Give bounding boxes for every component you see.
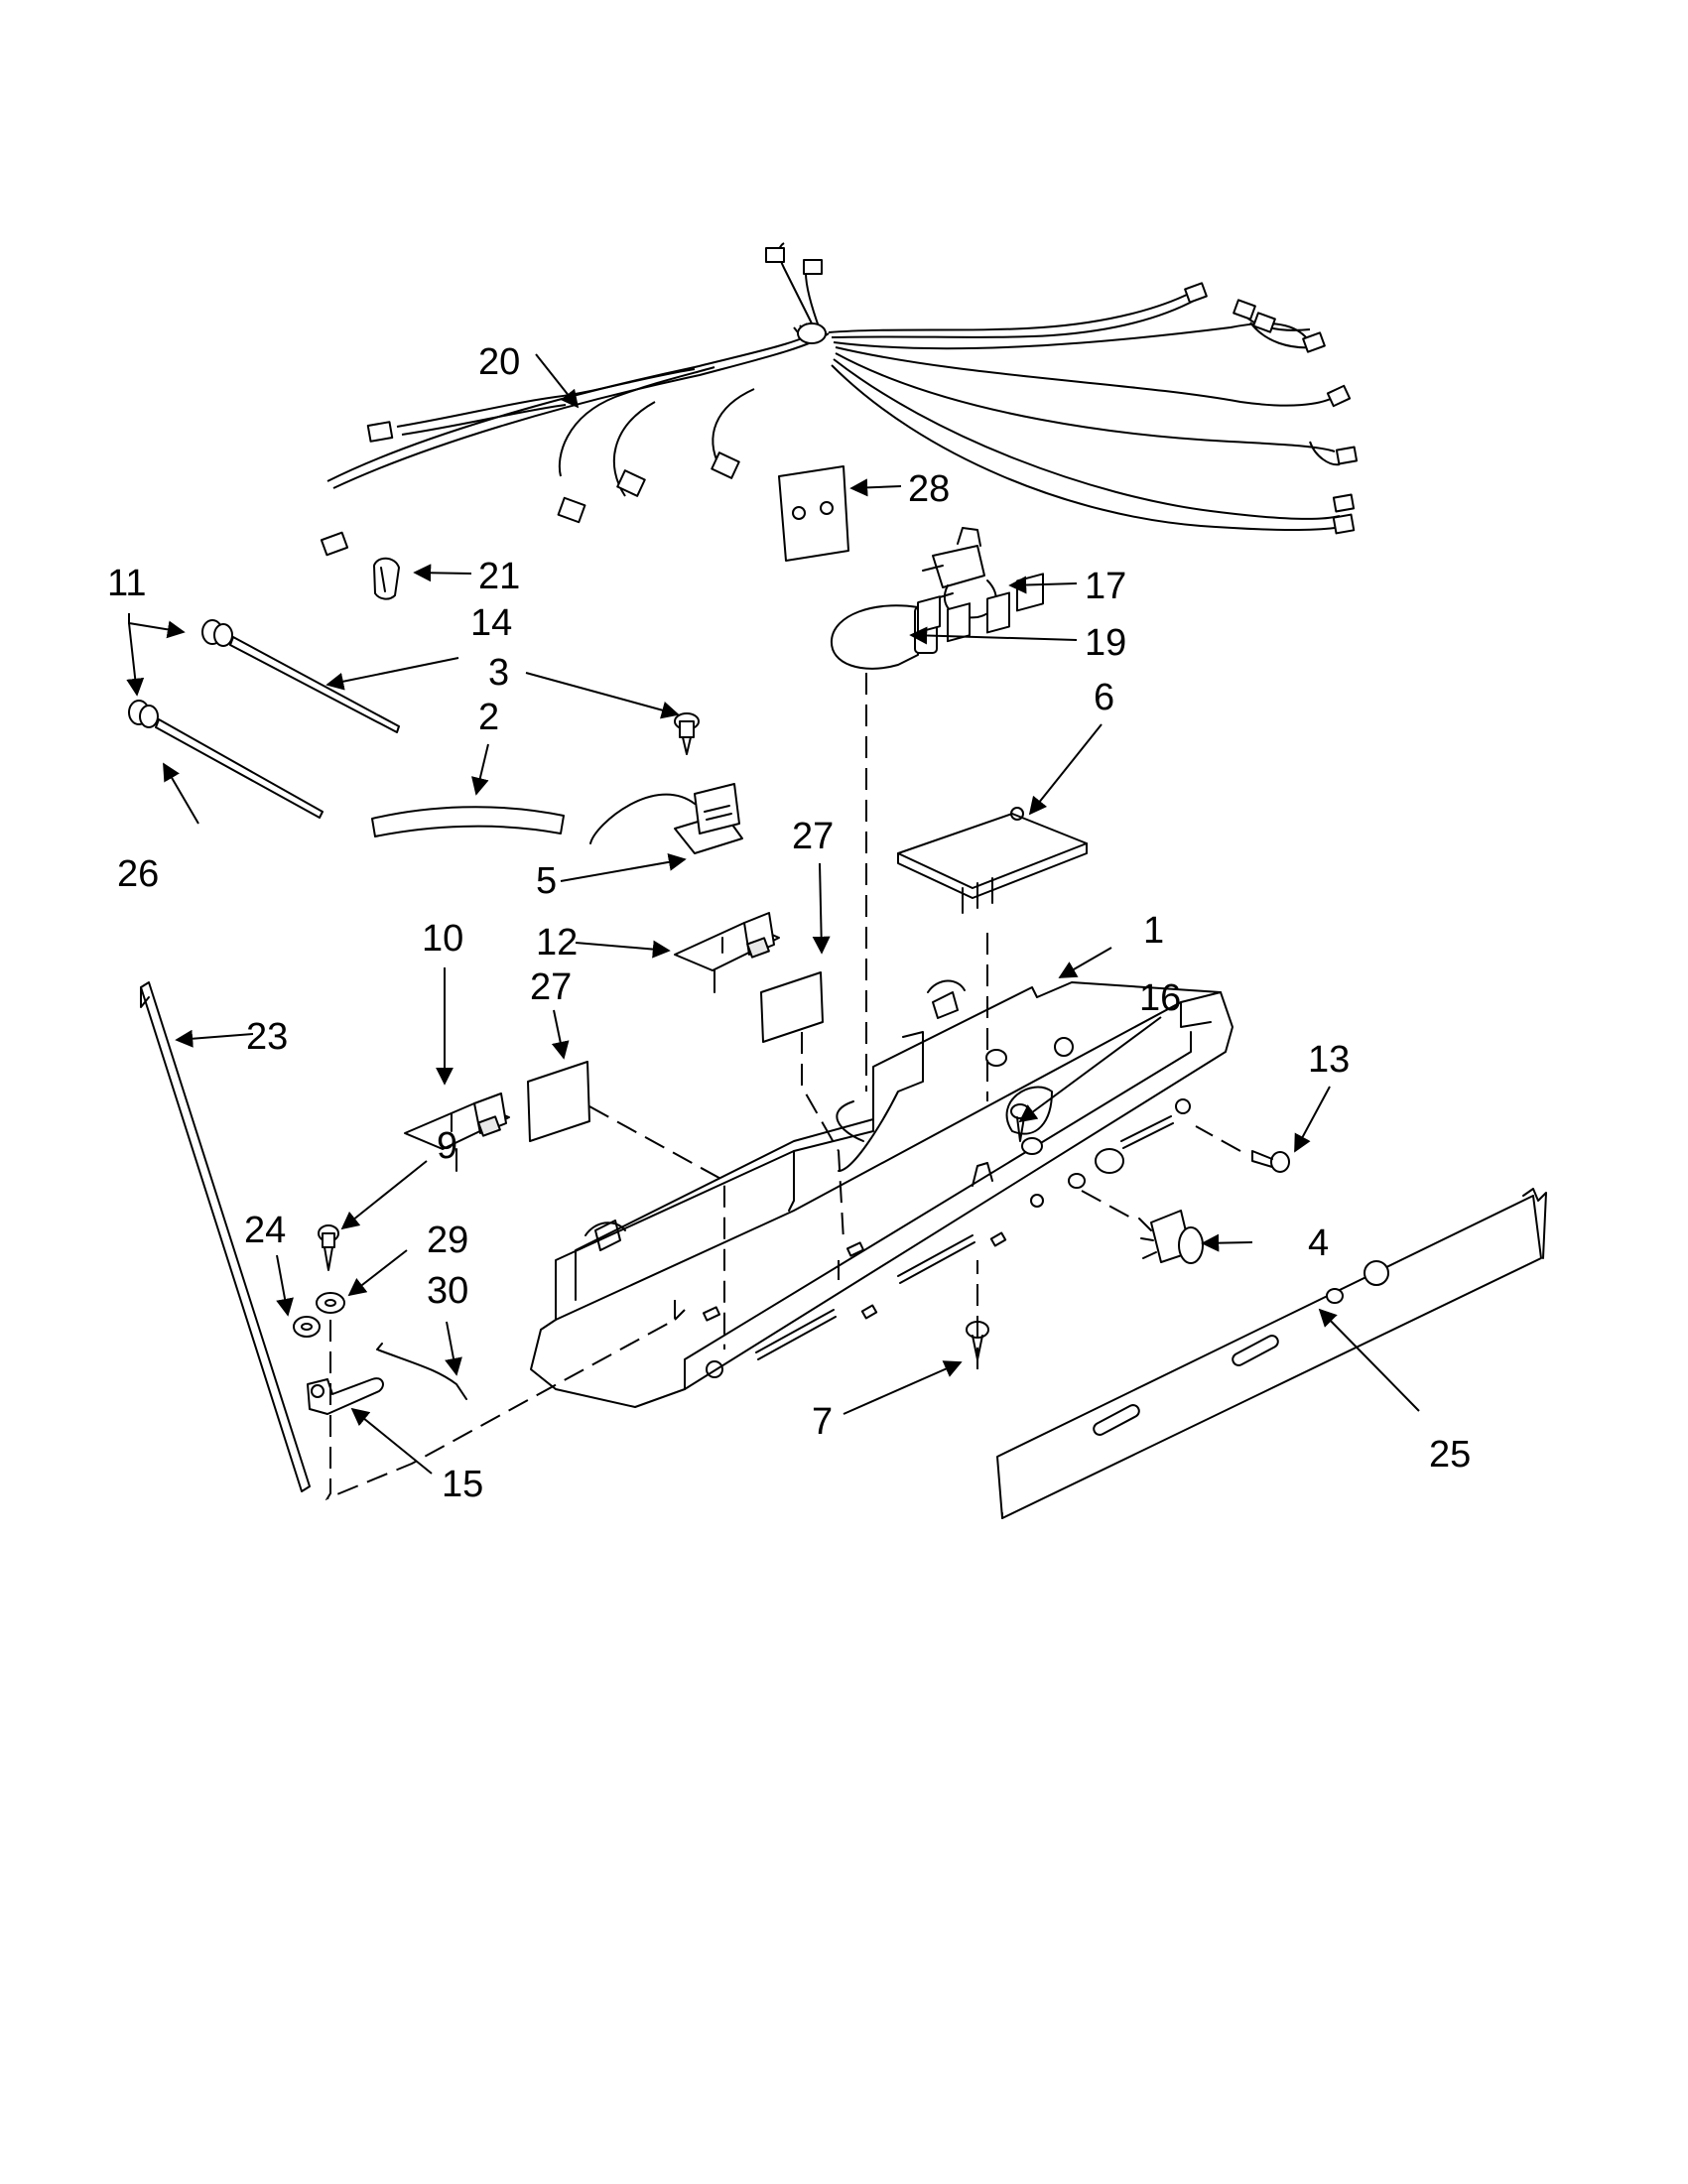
grommet-rod-upper-part <box>201 619 400 733</box>
bracket-10-part <box>404 1092 510 1172</box>
callout-3: 3 <box>488 652 509 694</box>
callout-1: 1 <box>1143 910 1164 952</box>
callout-10: 10 <box>422 918 463 960</box>
callout-25: 25 <box>1429 1434 1471 1476</box>
callout-6: 6 <box>1094 677 1114 718</box>
control-housing-part <box>530 979 1234 1408</box>
callout-19: 19 <box>1085 622 1126 664</box>
grommet-rod-lower-part <box>128 700 324 819</box>
callout-29: 29 <box>427 1220 468 1261</box>
washer-24-part <box>293 1316 321 1338</box>
bracket-12-part <box>674 912 780 993</box>
tube-part <box>371 806 565 837</box>
callout-13: 13 <box>1308 1039 1350 1081</box>
ground-strap-part <box>307 1377 384 1415</box>
leader-lines <box>126 353 1420 1475</box>
callout-11: 11 <box>107 563 146 604</box>
label-27b-part <box>760 971 824 1043</box>
callout-30: 30 <box>427 1270 468 1312</box>
callout-28: 28 <box>908 468 950 510</box>
callout-12: 12 <box>536 922 578 964</box>
callout-9: 9 <box>437 1125 457 1167</box>
control-board-part <box>897 573 1088 914</box>
callout-21: 21 <box>478 556 520 597</box>
clip-part <box>373 557 400 600</box>
callout-7: 7 <box>812 1401 833 1443</box>
switch-part <box>589 783 743 854</box>
callout-26: 26 <box>117 853 159 895</box>
callout-14: 14 <box>470 602 512 644</box>
callout-2: 2 <box>478 697 499 738</box>
callout-24: 24 <box>244 1210 286 1251</box>
control-knob-part <box>1138 1210 1204 1264</box>
assembly-dashed-lines <box>325 673 1241 1501</box>
ground-wire-part <box>376 1343 467 1400</box>
callout-27-upper: 27 <box>792 816 834 857</box>
screw-9-part <box>318 1224 339 1271</box>
wire-harness-part <box>320 242 1359 557</box>
callout-20: 20 <box>478 341 520 383</box>
screw-13-part <box>1251 1150 1290 1173</box>
callout-27-lower: 27 <box>530 966 572 1008</box>
label-27a-part <box>527 1061 590 1142</box>
label-block-part <box>778 465 849 562</box>
callout-16: 16 <box>1139 977 1181 1019</box>
callout-15: 15 <box>442 1464 483 1505</box>
screw-3-part <box>674 712 700 755</box>
washer-29-part <box>316 1292 345 1314</box>
long-strip-part <box>140 981 311 1492</box>
callout-labels: 20 28 21 17 19 11 14 3 2 6 26 5 27 10 12… <box>107 341 1471 1505</box>
callout-17: 17 <box>1085 566 1126 607</box>
callout-23: 23 <box>246 1016 288 1058</box>
callout-4: 4 <box>1308 1222 1329 1264</box>
callout-5: 5 <box>536 860 557 902</box>
trim-strip-part <box>996 1188 1547 1519</box>
